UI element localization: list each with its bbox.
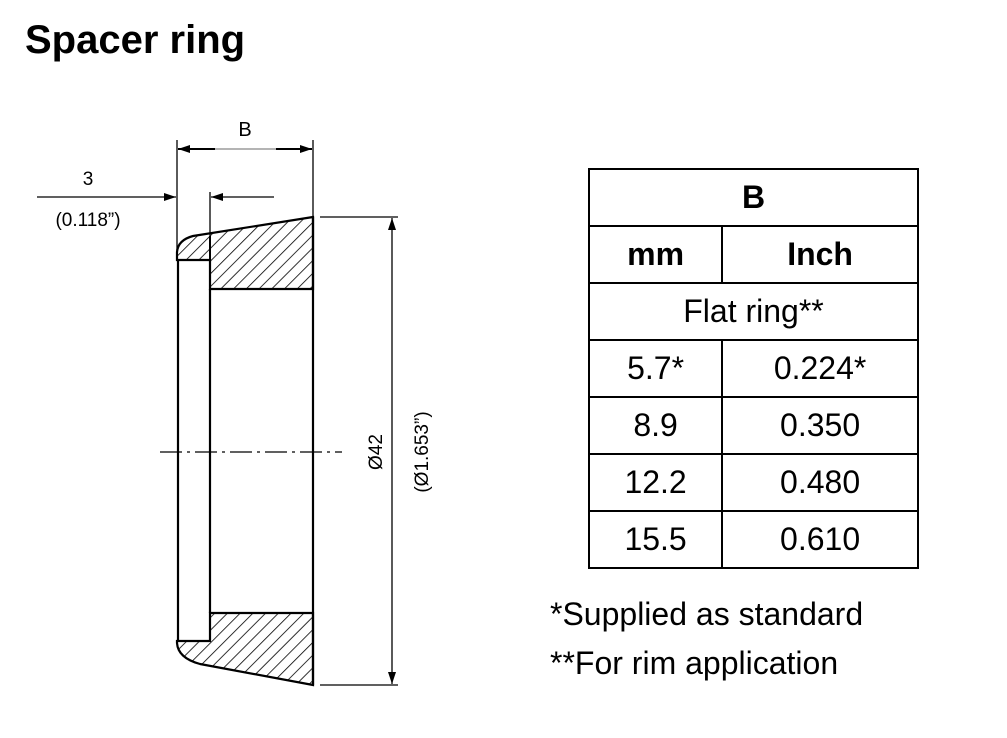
dimension-b — [176, 140, 314, 250]
footnote-standard: *Supplied as standard — [550, 596, 864, 632]
cell-inch: 0.350 — [721, 396, 919, 455]
footnote-rim: **For rim application — [550, 645, 839, 681]
page-title: Spacer ring — [25, 18, 246, 62]
dimension-diameter — [320, 216, 398, 686]
ring-section-top — [175, 215, 315, 291]
column-mm: mm — [587, 225, 724, 284]
table-header: B — [588, 168, 919, 227]
cell-inch: 0.224* — [721, 339, 919, 398]
cell-mm: 12.2 — [587, 453, 724, 512]
cell-mm: 5.7* — [587, 339, 724, 398]
dimension-lip-inch: (0.118”) — [55, 210, 120, 231]
ring-section-bottom — [175, 611, 315, 687]
dimension-diameter-inch: (Ø1.653”) — [412, 411, 433, 492]
table-row: 5.7*0.224* — [587, 339, 919, 398]
dimension-diameter-mm: Ø42 — [366, 434, 387, 470]
cell-inch: 0.610 — [721, 510, 919, 569]
dimension-lip — [37, 192, 274, 236]
footnotes: *Supplied as standard **For rim applicat… — [550, 590, 863, 688]
cell-mm: 15.5 — [587, 510, 724, 569]
dimension-b-label: B — [238, 119, 251, 141]
cell-mm: 8.9 — [587, 396, 724, 455]
dimension-lip-mm: 3 — [83, 169, 94, 190]
cell-inch: 0.480 — [721, 453, 919, 512]
table-section: Flat ring** — [588, 282, 919, 341]
ring-bore-outline — [176, 217, 315, 685]
column-inch: Inch — [721, 225, 919, 284]
